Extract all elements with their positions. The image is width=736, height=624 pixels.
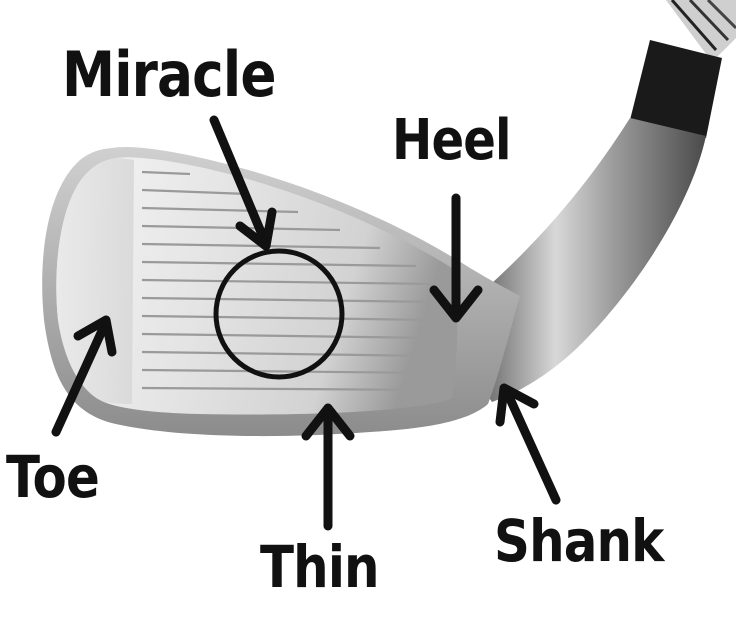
shank-arrow xyxy=(495,383,561,505)
ferrule xyxy=(630,40,722,138)
heel-arrow xyxy=(429,193,483,323)
heel-label: Heel xyxy=(392,108,512,173)
hosel xyxy=(474,118,706,402)
club-face xyxy=(56,157,458,415)
miracle-label: Miracle xyxy=(62,38,277,111)
thin-arrow xyxy=(301,403,355,531)
miracle-arrow xyxy=(209,115,277,251)
sweet-spot-circle xyxy=(213,248,345,380)
toe-arrow xyxy=(51,315,117,437)
toe-label: Toe xyxy=(6,443,100,511)
face-grooves xyxy=(141,170,437,392)
shank-label: Shank xyxy=(494,507,664,575)
shaft xyxy=(666,0,736,62)
thin-label: Thin xyxy=(260,533,380,601)
